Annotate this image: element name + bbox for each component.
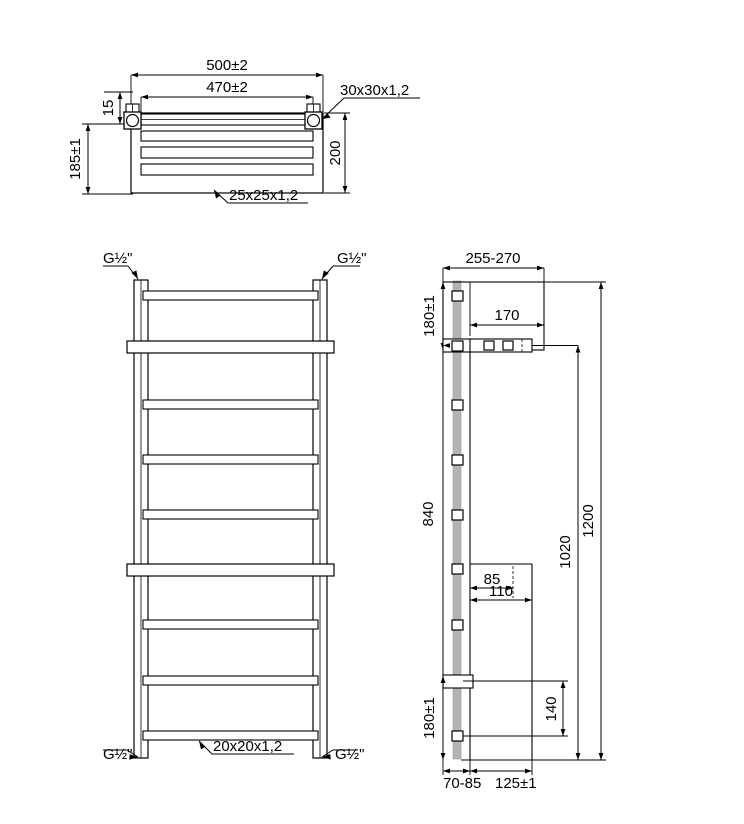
side-shelf-square-1 [483, 340, 495, 351]
front-rung-wide-1 [126, 340, 335, 354]
dim-label-mid-height: 840 [420, 501, 437, 526]
side-rung-section-7 [451, 619, 464, 631]
thread-callout-bottom-right: G½" [321, 746, 365, 763]
side-bottom-bracket-group: 180±1 [421, 674, 474, 760]
side-rung-section-1 [451, 290, 464, 302]
dim-label-bracket-large: 110 [489, 583, 513, 600]
side-rung-section-9 [451, 730, 464, 742]
dim-bracket-large-110: 110 [470, 583, 532, 603]
dim-label-bottom-spacing: 180±1 [421, 697, 438, 739]
top-view-bar-1 [140, 130, 314, 142]
thread-label-bottom-left: G½" [103, 746, 133, 763]
dim-mid-height-840: 840 [420, 352, 444, 676]
top-view-rail-tube [140, 113, 314, 126]
dim-label-shelf-depth: 170 [494, 307, 519, 324]
side-rung-section-2 [451, 340, 464, 352]
top-view: 500±2 470±2 15 185±1 [67, 57, 420, 204]
dim-top-spacing-180: 180±1 [421, 282, 446, 350]
thread-label-top-right: G½" [337, 250, 367, 267]
dim-lower-height-1020: 1020 [557, 345, 581, 760]
dim-bottom-horizontal: 70-85 125±1 [442, 760, 537, 792]
dim-label-overall-width: 500±2 [206, 57, 248, 74]
dim-label-top-spacing: 180±1 [421, 295, 438, 337]
top-view-bracket-left [123, 103, 142, 130]
side-rung-section-5 [451, 509, 464, 521]
dim-label-height-185: 185±1 [67, 138, 84, 180]
dim-label-bottom-bracket: 140 [543, 696, 560, 721]
dim-label-bracket-small: 85 [484, 571, 501, 588]
front-rung-narrow-4 [142, 509, 319, 520]
dim-label-depth-range: 255-270 [465, 250, 520, 267]
dim-shelf-depth-170: 170 [469, 282, 544, 336]
leader-rail-profile: 20x20x1,2 [198, 738, 294, 755]
dim-bracket-small-85: 85 [470, 566, 514, 598]
dim-label-bracket-profile: 30x30x1,2 [340, 82, 409, 99]
front-rungs-wide [126, 340, 335, 577]
dim-overall-width-500: 500±2 [130, 57, 324, 112]
side-rung-section-6 [451, 563, 464, 575]
top-view-bar-2 [140, 146, 314, 159]
dim-bottom-bracket-140: 140 [463, 680, 568, 737]
dim-label-inner-width: 470±2 [206, 79, 248, 96]
side-view: 255-270 180±1 170 [420, 250, 606, 792]
dim-total-height-1200: 1200 [461, 281, 606, 761]
side-lower-panel [469, 352, 533, 760]
dim-depth-200: 200 [324, 112, 350, 194]
thread-label-bottom-right: G½" [335, 746, 365, 763]
front-rung-narrow-5 [142, 619, 319, 630]
dim-inner-width-470: 470±2 [140, 79, 314, 118]
side-shelf-square-2 [502, 340, 514, 351]
top-view-bracket-right [304, 103, 323, 130]
top-view-bar-3 [140, 163, 314, 176]
dim-label-bracket-offset: 15 [100, 100, 117, 117]
front-rung-narrow-3 [142, 454, 319, 465]
thread-callout-bottom-left: G½" [103, 746, 139, 763]
dim-height-185: 185±1 [67, 123, 133, 195]
thread-callout-top-right: G½" [321, 250, 367, 280]
dim-label-tube-profile: 25x25x1,2 [229, 187, 298, 204]
front-rung-wide-2 [126, 563, 335, 577]
thread-callout-top-left: G½" [103, 250, 139, 280]
dim-label-depth-tolerance: 125±1 [495, 775, 537, 792]
front-rung-narrow-1 [142, 290, 319, 301]
leader-tube-profile: 25x25x1,2 [213, 187, 308, 204]
dim-label-depth: 200 [327, 140, 344, 165]
front-rung-narrow-2 [142, 399, 319, 410]
dim-label-rail-profile: 20x20x1,2 [213, 738, 282, 755]
thread-label-top-left: G½" [103, 250, 133, 267]
front-rungs-narrow [142, 290, 319, 741]
front-rung-narrow-7 [142, 730, 319, 741]
side-rung-section-4 [451, 454, 464, 466]
front-rung-narrow-6 [142, 675, 319, 686]
dim-label-lower-height: 1020 [557, 535, 574, 568]
leader-bracket-profile: 30x30x1,2 [321, 82, 420, 120]
dim-label-total-height: 1200 [580, 504, 597, 537]
front-view: G½" G½" G½" G½" 20x20x1,2 [103, 250, 367, 763]
side-rung-section-3 [451, 399, 464, 411]
dim-label-wall-gap: 70-85 [443, 775, 481, 792]
